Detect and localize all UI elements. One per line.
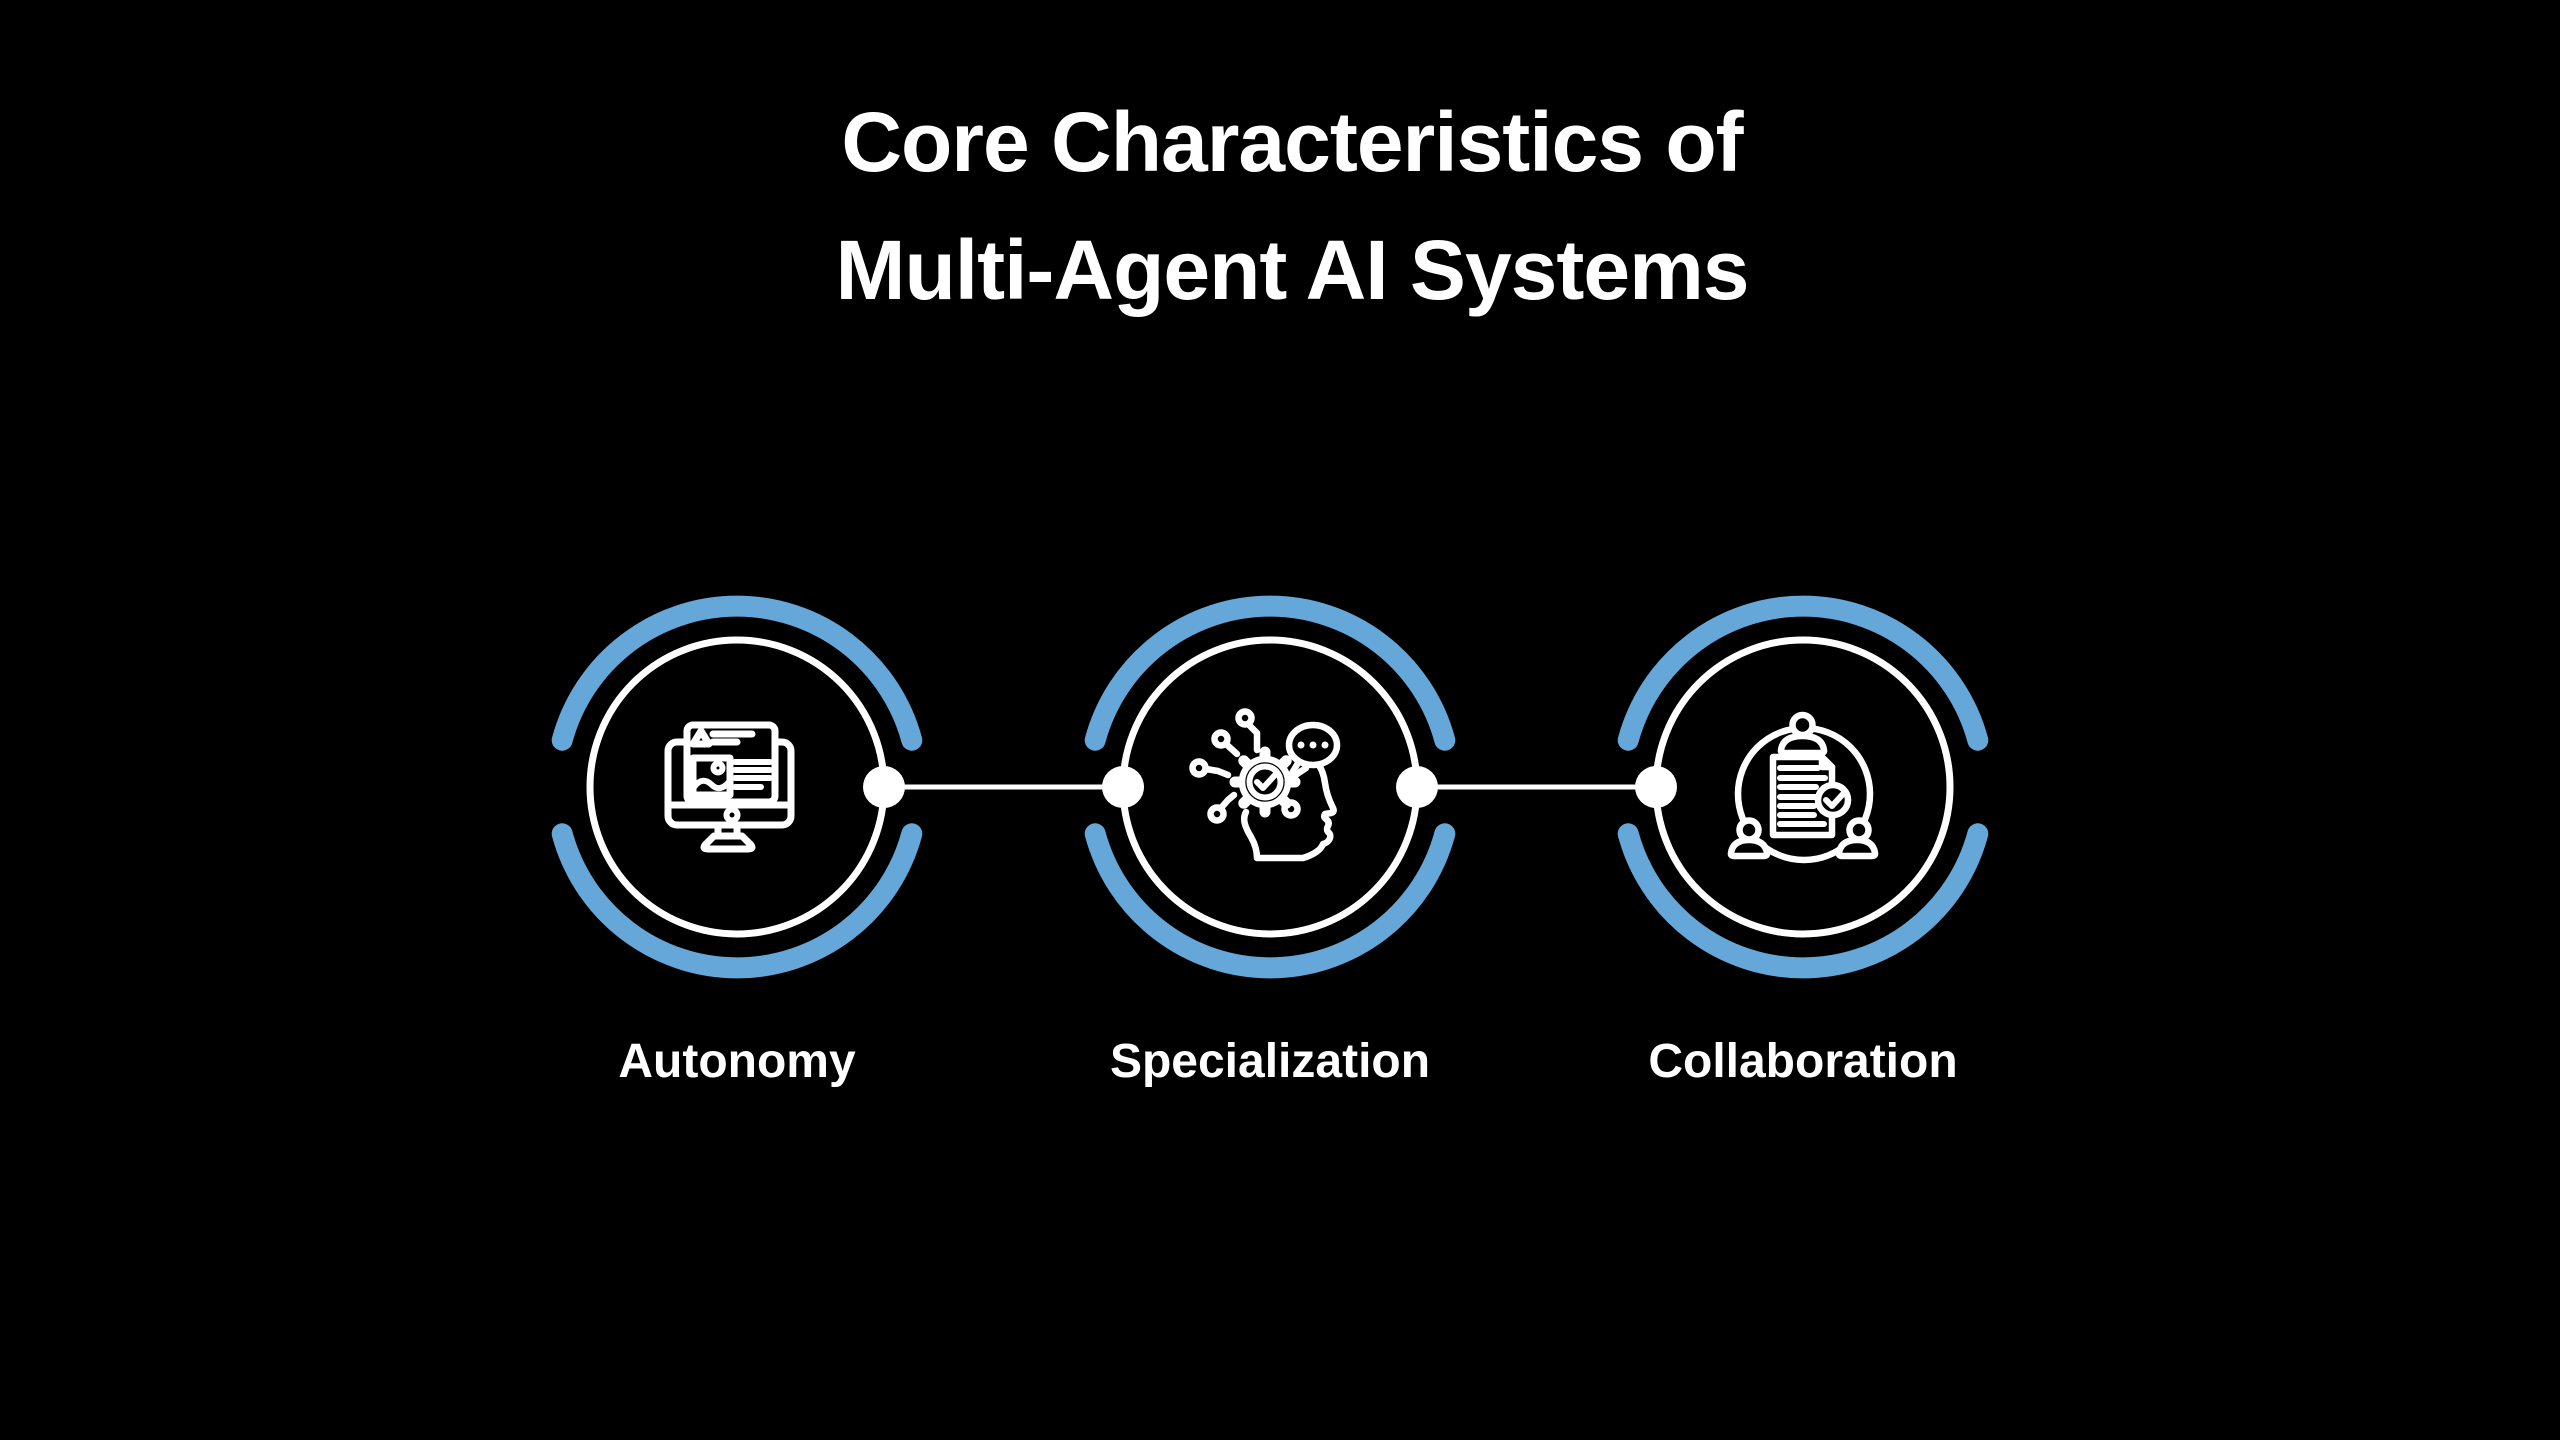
node-specialization [1084,595,1456,979]
blue-arc-bottom [551,823,923,979]
blue-arc-bottom [1084,823,1456,979]
node-ring [1119,636,1421,938]
blue-arc-top [1084,595,1456,751]
node-collaboration [1617,595,1989,979]
node-ring [586,636,888,938]
blue-arc-top [551,595,923,751]
page-title-line1: Core Characteristics of [841,95,1743,189]
team-document-icon [1727,711,1879,864]
node-ring [1652,636,1954,938]
monitor-webpage-icon [664,721,795,853]
ai-head-gear-icon [1189,708,1341,862]
node-autonomy [551,595,923,979]
blue-arc-bottom [1617,823,1989,979]
node-label-autonomy: Autonomy [618,1035,856,1088]
node-label-collaboration: Collaboration [1648,1035,1958,1088]
node-label-specialization: Specialization [1109,1035,1431,1088]
page-title-line2: Multi-Agent AI Systems [835,223,1750,317]
page-title: Core Characteristics of Multi-Agent AI S… [12,78,2560,334]
blue-arc-top [1617,595,1989,751]
